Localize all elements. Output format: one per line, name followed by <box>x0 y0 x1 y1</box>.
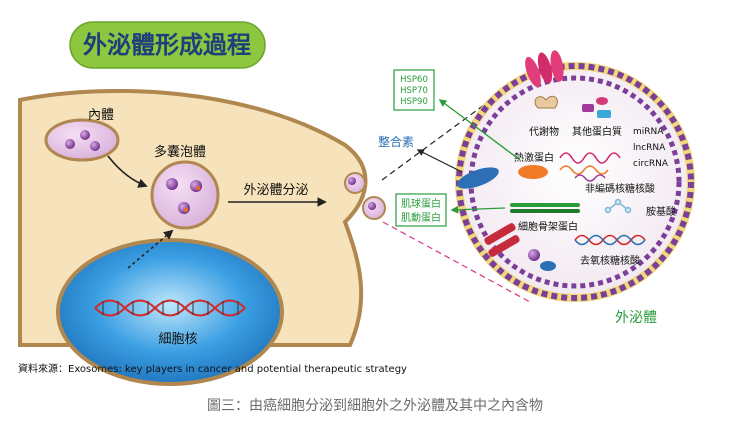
transmembrane-protein-bottom <box>484 223 520 257</box>
circrna-label: circRNA <box>633 159 669 169</box>
hsp70-label: HSP70 <box>400 86 428 96</box>
arrow-to-hsp <box>438 99 521 161</box>
endosome: 內體 <box>44 108 120 162</box>
secretion-label: 外泌體分泌 <box>243 183 308 198</box>
dna-helix <box>94 299 246 317</box>
figure-title: 外泌體形成過程 <box>83 31 251 59</box>
arrow-to-integrin <box>416 149 463 173</box>
other-proteins-label: 其他蛋白質 <box>572 125 622 138</box>
amino-acid-icon <box>604 198 632 214</box>
zoom-line-bottom <box>382 221 531 303</box>
lncrna-label: lncRNA <box>633 143 666 153</box>
mvb-label: 多囊泡體 <box>154 144 206 160</box>
amino-acids-label: 胺基酸 <box>646 205 676 218</box>
metabolites-label: 代謝物 <box>529 125 559 138</box>
integrin-label: 整合素 <box>378 134 414 149</box>
noncoding-rna-label: 非編碼核糖核酸 <box>585 182 655 195</box>
integrin-protein <box>457 167 499 189</box>
figure-caption: 圖三：由癌細胞分泌到細胞外之外泌體及其中之內含物 <box>207 398 543 414</box>
myosin-label: 肌球蛋白 <box>401 197 441 210</box>
hsp90-label: HSP90 <box>400 97 428 107</box>
cytoskeleton-icon <box>510 203 580 213</box>
heat-shock-protein-icon <box>518 165 548 179</box>
metabolite-icon <box>534 95 558 109</box>
actin-label: 肌動蛋白 <box>401 211 441 224</box>
transmembrane-protein-top <box>525 50 564 88</box>
dna-label: 去氧核糖核酸 <box>580 254 640 267</box>
title-badge: 外泌體形成過程 <box>69 21 266 69</box>
arrow-endosome-to-mvb <box>107 155 148 188</box>
other-protein-icon <box>582 97 611 118</box>
dna-fragment-icon <box>574 234 646 246</box>
budding-exosomes <box>344 172 386 220</box>
multivesicular-body: 多囊泡體 <box>150 144 220 230</box>
rna-labels: miRNA lncRNA circRNA <box>633 127 669 169</box>
cytoskeleton-label: 細胞骨架蛋白 <box>518 220 578 233</box>
nucleus-label: 細胞核 <box>158 332 197 347</box>
exosome-detail: 代謝物 其他蛋白質 miRNA lncRNA circRNA 熱激蛋白 非編碼核… <box>455 50 695 326</box>
exosome-label: 外泌體 <box>615 310 657 326</box>
vesicle-icons <box>528 249 556 271</box>
actin-myosin-callout: 肌球蛋白 肌動蛋白 <box>395 193 447 227</box>
heat-shock-label: 熱激蛋白 <box>514 151 554 164</box>
noncoding-rna-strands <box>559 152 621 182</box>
endosome-label: 內體 <box>88 108 114 123</box>
hsp60-label: HSP60 <box>400 75 428 85</box>
mirna-label: miRNA <box>633 127 664 137</box>
hsp-callout: HSP60 HSP70 HSP90 <box>393 69 435 111</box>
nucleus: 細胞核 <box>56 238 284 386</box>
source-citation: 資料來源：Exosomes: key players in cancer and… <box>18 362 407 375</box>
arrow-to-actin-myosin <box>450 205 506 214</box>
zoom-line-top <box>381 101 489 181</box>
